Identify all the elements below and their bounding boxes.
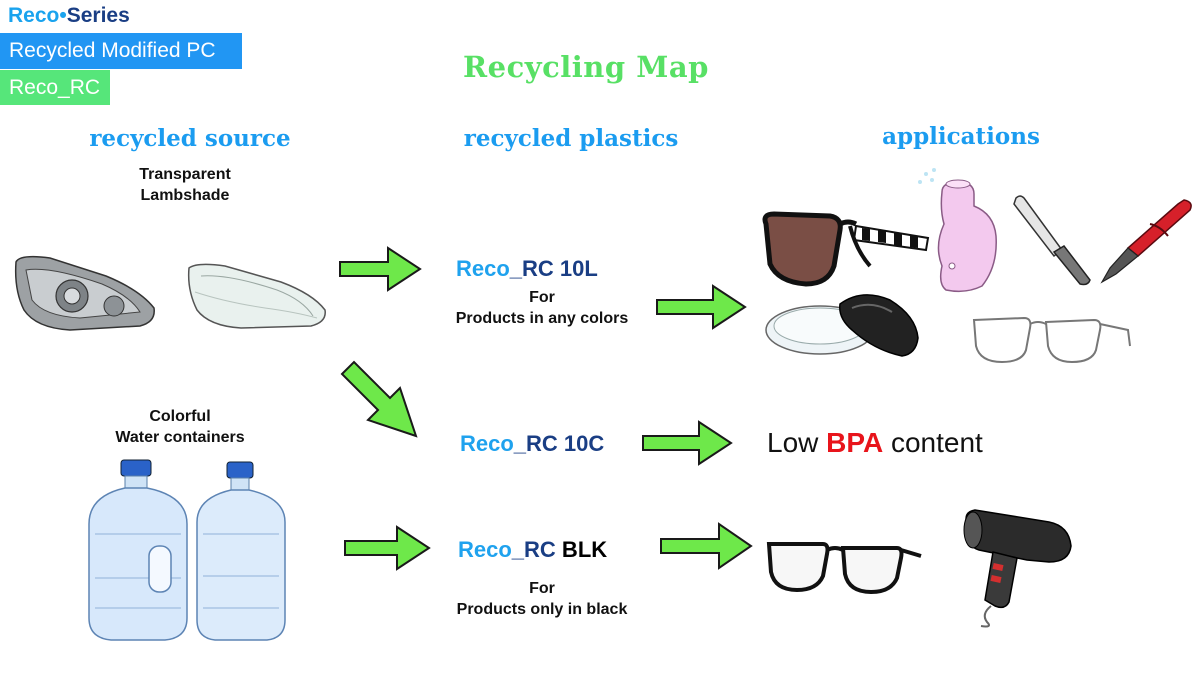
mist-sprayer-image bbox=[918, 168, 997, 293]
fountain-pen-image bbox=[1100, 199, 1192, 284]
black-glasses-image bbox=[766, 542, 922, 595]
bpa-pre: Low bbox=[767, 427, 827, 458]
bpa-post: content bbox=[883, 427, 983, 458]
product-10c-prefix-a: Reco bbox=[460, 431, 514, 456]
hair-dryer-image bbox=[963, 509, 1072, 628]
product-10c-prefix-b: _RC bbox=[513, 431, 558, 456]
tag-recycled-modified-pc: Recycled Modified PC bbox=[0, 33, 242, 69]
label-colorful-water-containers: Colorful Water containers bbox=[90, 406, 270, 448]
tag-reco-rc: Reco_RC bbox=[0, 70, 110, 105]
product-reco-rc-10c: Reco_RC 10C bbox=[460, 431, 604, 457]
product-blk-desc: Products only in black bbox=[456, 601, 628, 618]
product-10c-code: 10C bbox=[557, 431, 605, 456]
water-bottle-small-image bbox=[196, 461, 286, 641]
bpa-highlight: BPA bbox=[826, 427, 884, 458]
map-title: Recycling Map bbox=[463, 50, 709, 84]
product-blk-prefix-a: Reco bbox=[458, 537, 512, 562]
header-applications: applications bbox=[882, 123, 1040, 150]
product-blk-prefix-b: _RC bbox=[511, 537, 556, 562]
product-blk-for: For bbox=[529, 580, 555, 597]
arrow-blk-to-applications bbox=[660, 522, 753, 570]
product-10l-for: For bbox=[529, 289, 555, 306]
label-transparent-lampshade: Transparent Lambshade bbox=[110, 164, 260, 206]
nail-file-image bbox=[1013, 195, 1091, 286]
arrow-lampshade-to-10c bbox=[340, 360, 418, 438]
brand-part2: Series bbox=[66, 4, 130, 27]
product-10l-description: For Products in any colors bbox=[432, 287, 652, 329]
label-lampshade-line1: Transparent bbox=[139, 166, 231, 183]
product-blk-description: For Products only in black bbox=[432, 578, 652, 620]
product-10l-prefix-b: _RC bbox=[509, 256, 554, 281]
product-reco-rc-blk: Reco_RC BLK bbox=[458, 537, 607, 563]
arrow-10l-to-applications bbox=[656, 284, 747, 330]
arrow-water-to-blk bbox=[344, 525, 431, 571]
product-blk-code: BLK bbox=[555, 537, 608, 562]
headlamp-image bbox=[14, 255, 155, 331]
product-reco-rc-10l: Reco_RC 10L bbox=[456, 256, 598, 282]
lens-cover-image bbox=[187, 263, 326, 329]
product-10l-desc: Products in any colors bbox=[455, 310, 629, 327]
low-bpa-content: Low BPA content bbox=[767, 427, 983, 459]
label-water-line1: Colorful bbox=[149, 408, 211, 425]
header-recycled-source: recycled source bbox=[89, 125, 291, 152]
brand-logo: Reco•Series bbox=[8, 4, 130, 28]
brand-dot: • bbox=[59, 4, 67, 27]
product-10l-code: 10L bbox=[553, 256, 598, 281]
header-recycled-plastics: recycled plastics bbox=[463, 125, 679, 152]
label-lampshade-line2: Lambshade bbox=[140, 187, 230, 204]
clear-glasses-image bbox=[972, 316, 1131, 364]
arrow-10c-to-bpa bbox=[642, 420, 733, 466]
label-water-line2: Water containers bbox=[115, 429, 245, 446]
brand-part1: Reco bbox=[8, 4, 60, 27]
lens-discs-image bbox=[765, 294, 919, 357]
water-bottle-large-image bbox=[88, 459, 188, 641]
product-10l-prefix-a: Reco bbox=[456, 256, 510, 281]
arrow-lampshade-to-10l bbox=[339, 246, 422, 292]
sunglasses-image bbox=[762, 211, 930, 287]
